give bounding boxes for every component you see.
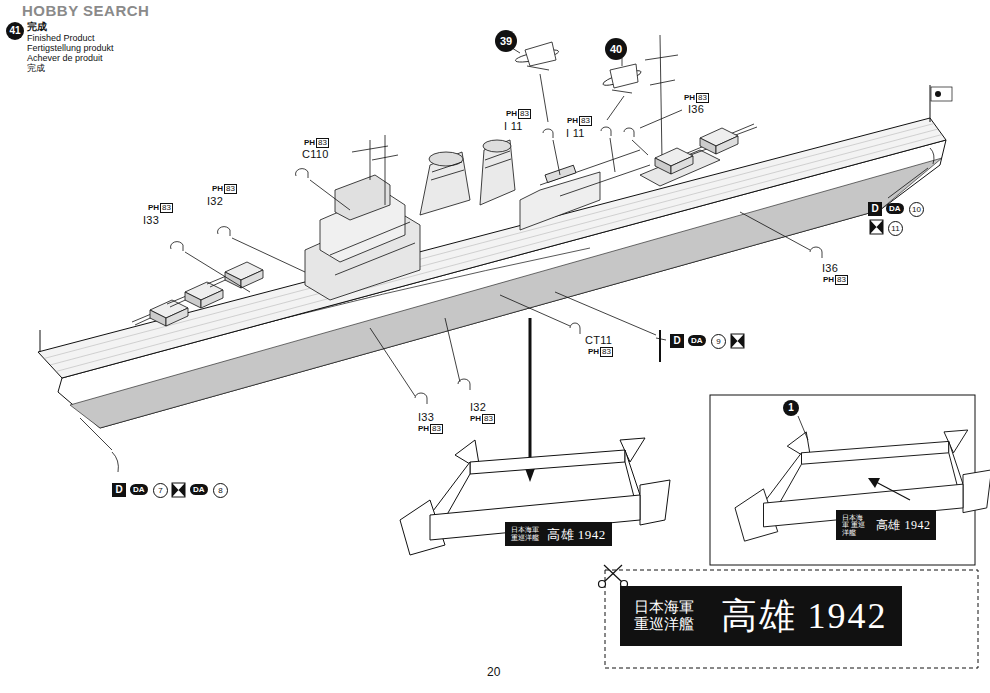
part-number: CT11 — [585, 335, 612, 346]
sprue-number: 83 — [160, 203, 173, 213]
callout-number: 1 — [783, 400, 799, 416]
plate-subtitle: 日本海軍 重巡洋艦 — [842, 514, 870, 536]
step-caption: 完成 — [27, 64, 45, 73]
part-number: I32 — [470, 402, 486, 413]
part-number: I 11 — [504, 121, 523, 132]
plate-title: 高雄 1942 — [721, 598, 888, 634]
nameplate: 日本海軍 重巡洋艦高雄 1942 — [505, 522, 612, 546]
step-number: 41 — [6, 22, 24, 40]
callout-number: 40 — [605, 38, 627, 60]
nameplate: 日本海軍 重巡洋艦高雄 1942 — [836, 510, 936, 540]
plate-title: 高雄 1942 — [876, 519, 931, 531]
sprue-name: PH — [588, 348, 599, 356]
sprue-number: 83 — [600, 347, 613, 357]
decal-sheet: D — [112, 483, 126, 497]
decal-sheet: D — [868, 202, 882, 216]
plate-subtitle: 日本海軍 重巡洋艦 — [634, 599, 699, 634]
sprue-name: PH — [506, 110, 517, 118]
sprue-number: 83 — [835, 275, 848, 285]
sprue-number: 83 — [696, 93, 709, 103]
sprue-name: PH — [684, 94, 695, 102]
decal-number: 8 — [213, 483, 228, 498]
part-number: I33 — [143, 215, 159, 226]
step-title: 完成 — [27, 22, 47, 32]
decal-tag: DA — [130, 484, 148, 495]
decal-tag: DA — [886, 203, 904, 214]
sprue-name: PH — [823, 276, 834, 284]
step-caption: Achever de produit — [27, 54, 103, 63]
sprue-name: PH — [470, 415, 481, 423]
sprue-name: PH — [148, 204, 159, 212]
nameplate: 日本海軍 重巡洋艦高雄 1942 — [620, 586, 902, 646]
part-number: I33 — [418, 412, 434, 423]
callout-number: 39 — [495, 30, 517, 52]
part-number: I 11 — [566, 128, 585, 139]
step-caption: Fertigstellung produkt — [27, 44, 114, 53]
sprue-number: 83 — [430, 424, 443, 434]
part-number: I32 — [207, 196, 223, 207]
sprue-name: PH — [567, 117, 578, 125]
sprue-name: PH — [418, 425, 429, 433]
sprue-name: PH — [212, 185, 223, 193]
plate-subtitle: 日本海軍 重巡洋艦 — [511, 526, 541, 542]
decal-sheet: D — [670, 334, 684, 348]
step-caption: Finished Product — [27, 34, 95, 43]
part-number: I36 — [822, 263, 838, 274]
decal-number: 10 — [909, 202, 924, 217]
sprue-number: 83 — [482, 414, 495, 424]
sprue-number: 83 — [518, 109, 531, 119]
watermark: HOBBY SEARCH — [22, 3, 149, 18]
sprue-number: 83 — [579, 116, 592, 126]
sprue-number: 83 — [316, 138, 329, 148]
sprue-number: 83 — [224, 184, 237, 194]
sprue-name: PH — [304, 139, 315, 147]
part-number: I36 — [688, 104, 704, 115]
part-number: C110 — [302, 149, 329, 160]
decal-number: 9 — [711, 334, 726, 349]
decal-tag: DA — [688, 335, 706, 346]
plate-title: 高雄 1942 — [547, 528, 606, 541]
decal-tag: DA — [190, 484, 208, 495]
decal-number: 7 — [153, 483, 168, 498]
decal-number: 11 — [888, 221, 903, 236]
page-number: 20 — [487, 666, 500, 678]
